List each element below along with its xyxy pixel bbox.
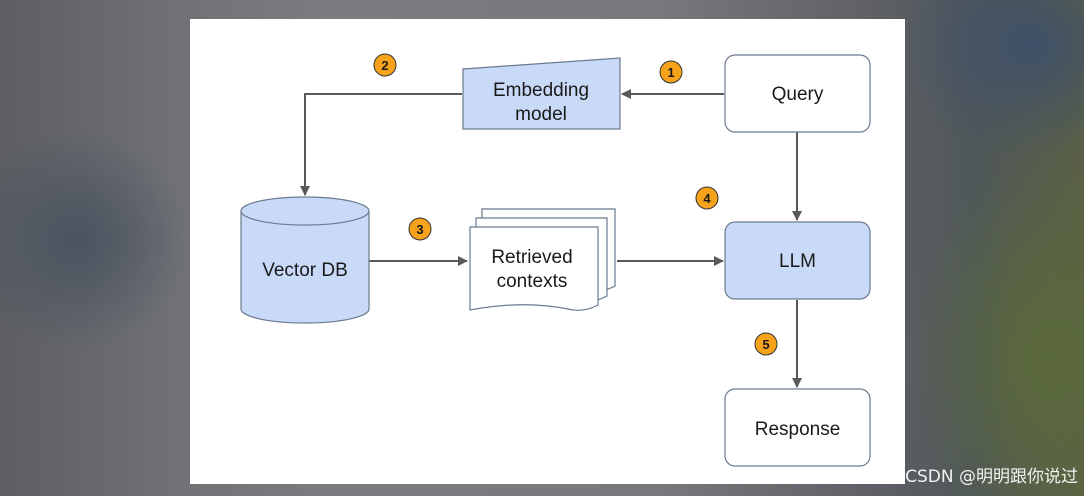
step-badge-5: 5 — [754, 332, 778, 356]
step-badge-1: 1 — [659, 60, 683, 84]
llm-label: LLM — [779, 251, 816, 272]
embedding-model-node: Embedding model — [462, 57, 621, 130]
step-badge-3: 3 — [408, 217, 432, 241]
retrieved-contexts-node: Retrieved contexts — [469, 208, 616, 311]
embedding-model-label-line1: Embedding — [493, 80, 589, 101]
embedding-model-label-line2: model — [515, 104, 567, 125]
step-badge-5-label: 5 — [762, 337, 769, 352]
diagram-canvas: Query Embedding model Vector DB Retrieve… — [190, 19, 905, 484]
retrieved-contexts-label-line2: contexts — [497, 271, 568, 292]
step-badge-1-label: 1 — [667, 65, 674, 80]
query-node: Query — [724, 54, 871, 133]
vector-db-label: Vector DB — [262, 260, 348, 281]
retrieved-contexts-label-line1: Retrieved — [491, 247, 572, 268]
step-badge-4: 4 — [695, 186, 719, 210]
response-node: Response — [724, 388, 871, 467]
query-label: Query — [772, 84, 824, 105]
llm-node: LLM — [724, 221, 871, 300]
watermark: CSDN @明明跟你说过 — [905, 467, 1078, 487]
background-blur — [905, 150, 1084, 496]
step-badge-4-label: 4 — [703, 191, 711, 206]
rag-flow-diagram: Query Embedding model Vector DB Retrieve… — [240, 53, 871, 467]
step-badge-2-label: 2 — [381, 58, 388, 73]
arrows — [300, 89, 802, 388]
step-badge-3-label: 3 — [416, 222, 423, 237]
background-blur — [0, 130, 190, 350]
background-blur — [905, 0, 1084, 150]
arrow-embedding-to-vectordb — [300, 93, 462, 196]
step-badge-2: 2 — [373, 53, 397, 77]
response-label: Response — [755, 419, 841, 440]
vector-db-node: Vector DB — [240, 196, 370, 324]
